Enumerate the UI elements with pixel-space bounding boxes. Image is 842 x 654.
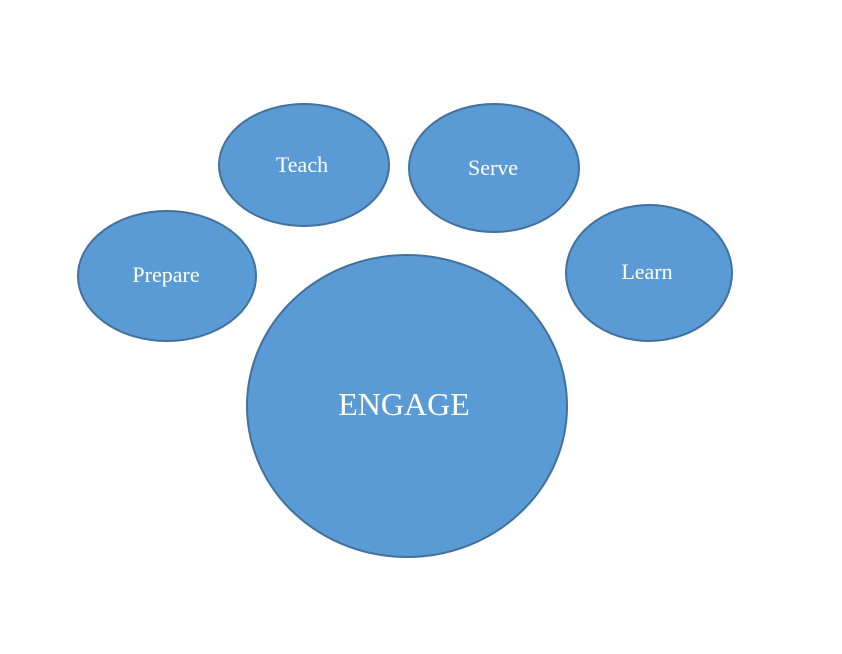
node-learn: Learn	[565, 204, 733, 342]
serve-label: Serve	[468, 155, 518, 180]
prepare-bubble	[77, 210, 257, 342]
teach-bubble	[218, 103, 390, 227]
learn-bubble	[565, 204, 733, 342]
engage-bubble	[246, 254, 568, 558]
engage-label: ENGAGE	[338, 386, 470, 422]
node-prepare: Prepare	[77, 210, 257, 342]
node-teach: Teach	[218, 103, 390, 227]
prepare-label: Prepare	[132, 262, 199, 287]
serve-bubble	[408, 103, 580, 233]
node-serve: Serve	[408, 103, 580, 233]
learn-label: Learn	[621, 259, 672, 284]
teach-label: Teach	[276, 152, 328, 177]
node-engage: ENGAGE	[246, 254, 568, 558]
